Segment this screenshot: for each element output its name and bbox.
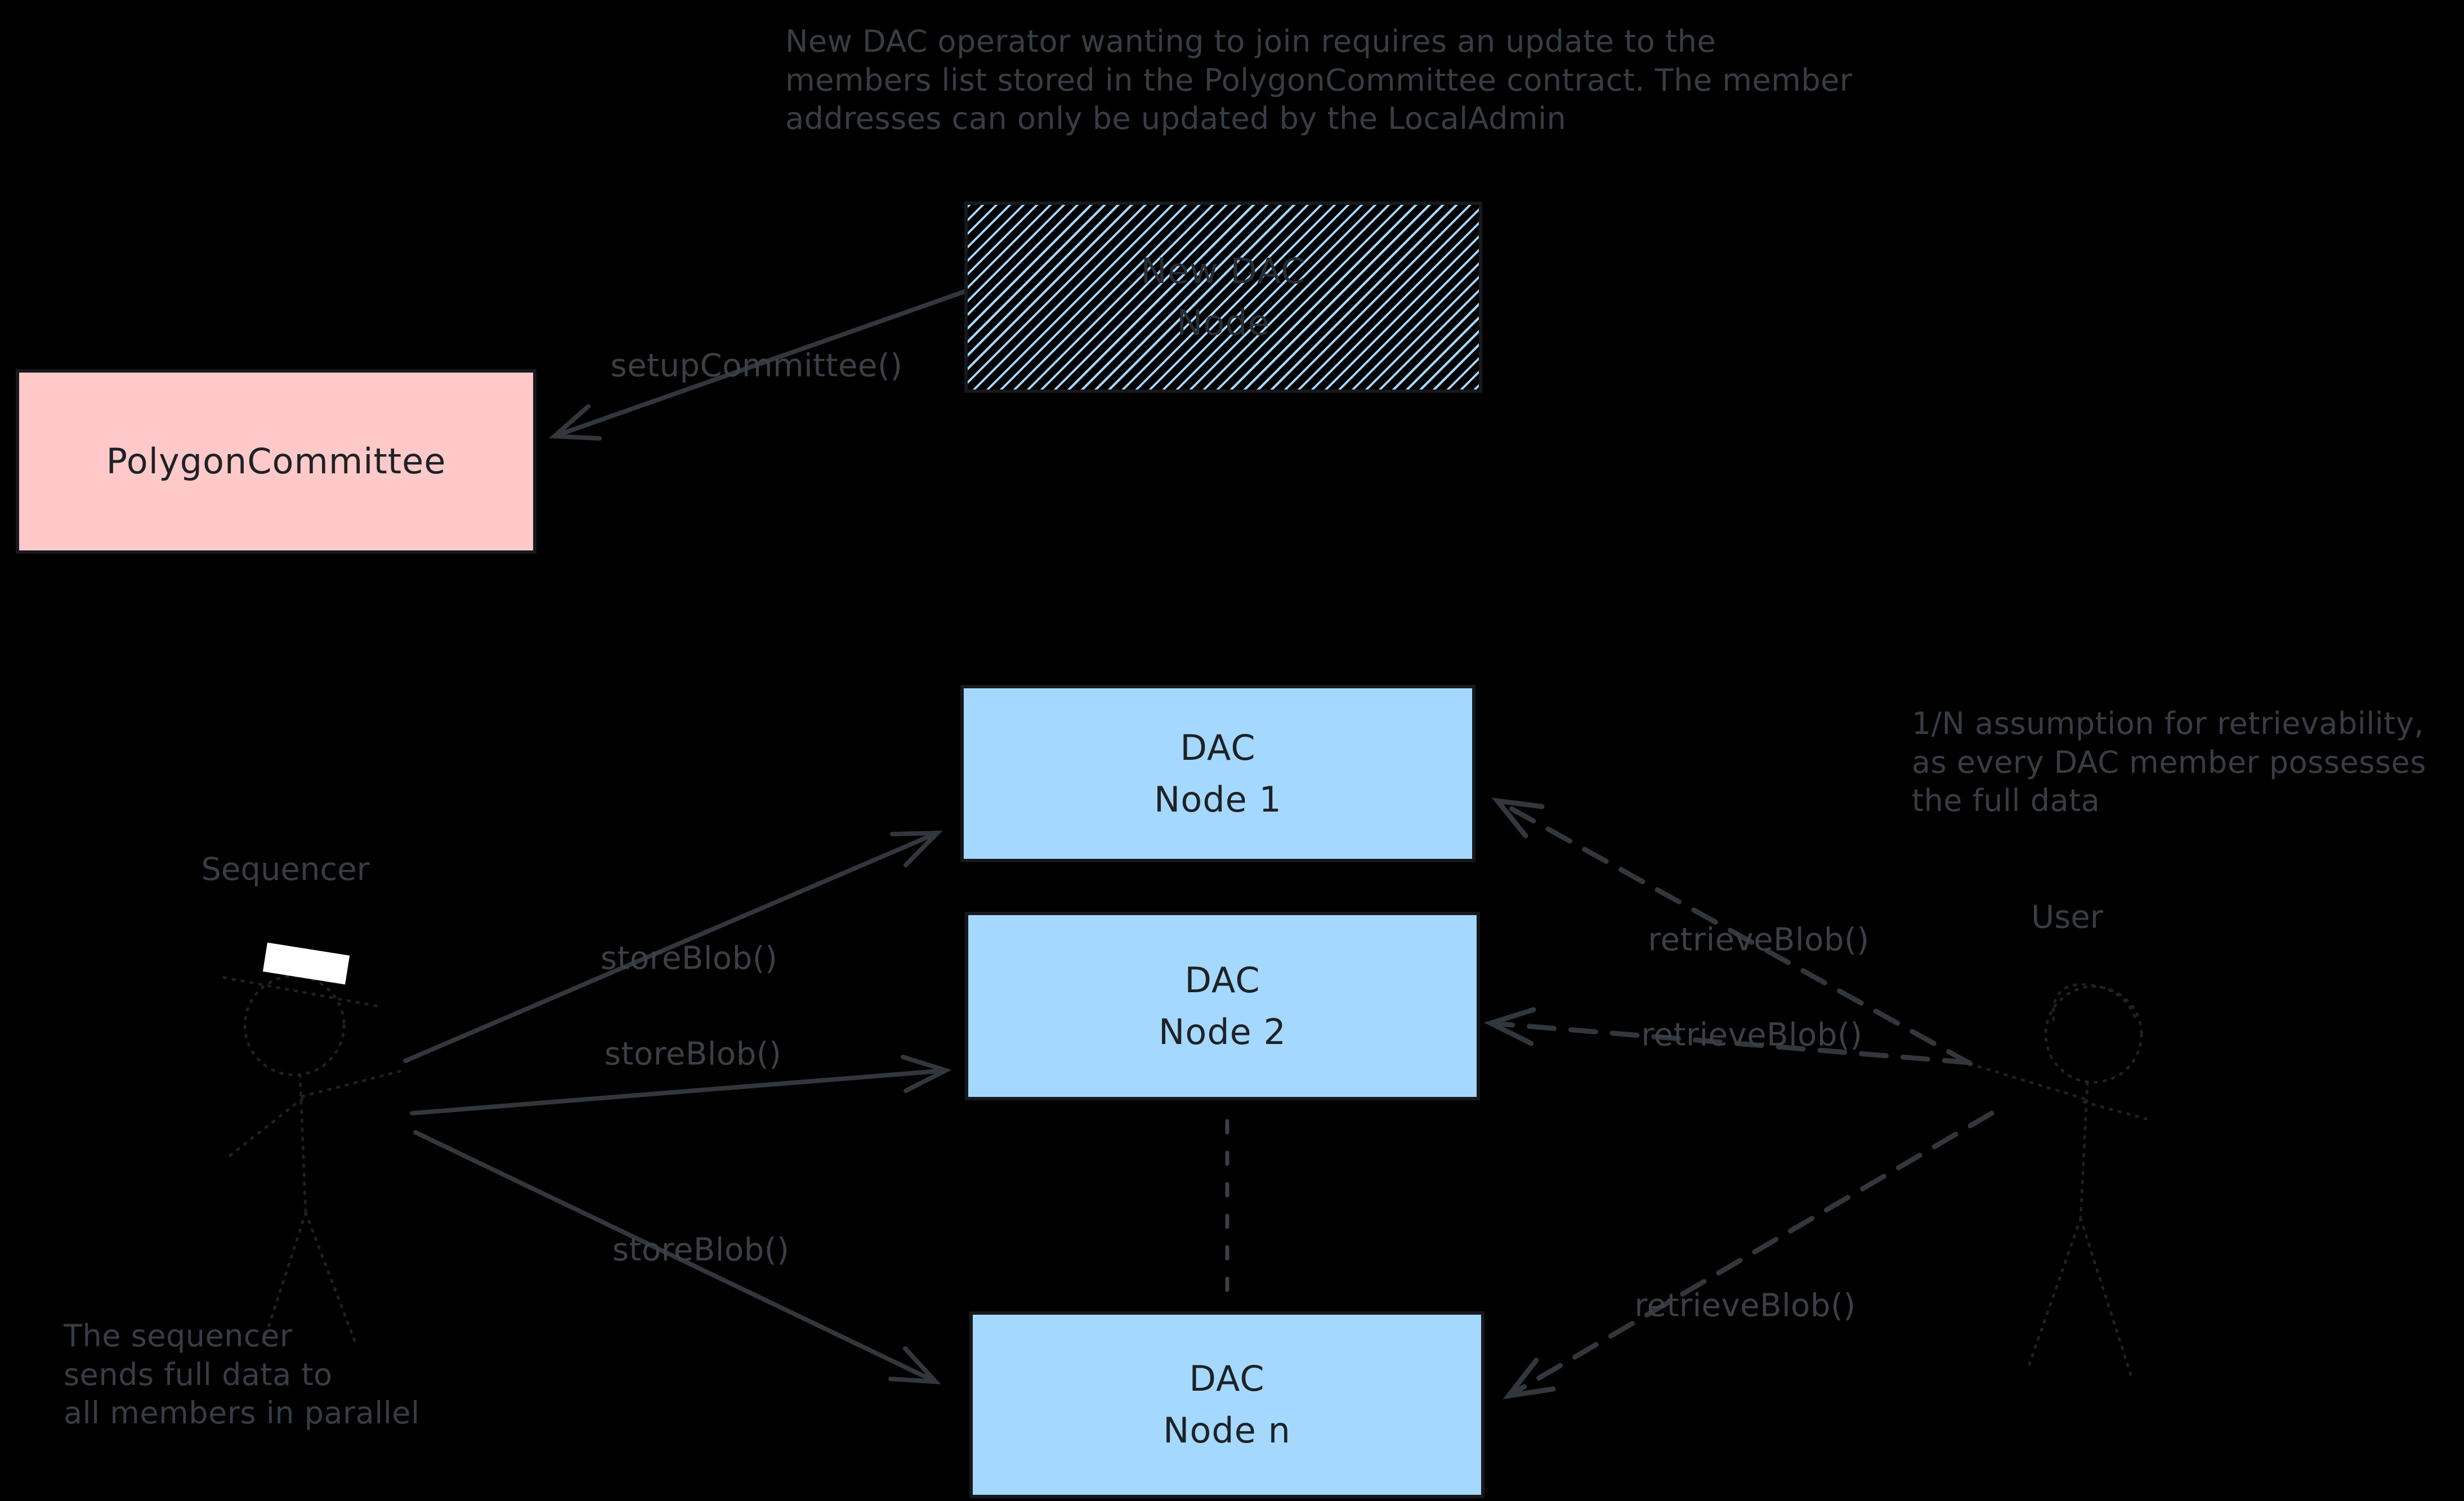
sequencer-hat [262,942,350,985]
retrievability-note-line2: as every DAC member possesses [1912,744,2426,780]
sequencer-figure [222,974,405,1347]
sequencer-hat-brim [222,976,380,1008]
polygon-committee-label: PolygonCommittee [106,441,446,482]
arrow-setup-committee [548,288,972,441]
arrow-store-blob-3 [413,1130,941,1384]
node-dac-1: DAC Node 1 [960,685,1475,862]
admin-note-line3: addresses can only be updated by the Loc… [785,101,1567,137]
retrieve-blob-3-label: retrieveBlob() [1634,1287,1856,1324]
arrow-retrieve-blob-2 [1484,1007,1972,1065]
node-dac-2-label-line1: DAC [1184,959,1260,1001]
parallel-note-line3: all members in parallel [64,1395,420,1431]
node-new-dac-label-line2: Node [1177,302,1270,343]
retrievability-note-line3: the full data [1912,783,2100,819]
parallel-note: The sequencer sends full data to all mem… [64,1317,419,1433]
node-dac-n: DAC Node n [969,1311,1484,1498]
node-dac-2-label-line2: Node 2 [1159,1011,1286,1052]
arrow-store-blob-2 [410,1055,952,1115]
retrieve-blob-2-label: retrieveBlob() [1641,1016,1863,1054]
store-blob-3-label: storeBlob() [612,1231,790,1269]
retrieve-blob-1-label: retrieveBlob() [1648,921,1870,958]
parallel-note-line1: The sequencer [64,1318,293,1354]
store-blob-2-label: storeBlob() [604,1036,782,1073]
retrievability-note-line1: 1/N assumption for retrievability, [1912,706,2425,741]
parallel-note-line2: sends full data to [64,1356,333,1392]
store-blob-1-label: storeBlob() [600,940,778,977]
arrow-retrieve-blob-1 [1491,797,1973,1067]
node-dac-n-label-line2: Node n [1163,1410,1291,1451]
node-polygon-committee: PolygonCommittee [16,369,536,554]
node-dac-2: DAC Node 2 [965,912,1480,1100]
node-new-dac: New DAC Node [964,201,1482,393]
node-dac-n-label-line1: DAC [1189,1358,1265,1400]
sequencer-label: Sequencer [201,851,370,888]
setup-committee-label: setupCommittee() [610,347,903,384]
node-dac-1-label-line1: DAC [1180,727,1256,768]
arrow-store-blob-1 [403,830,943,1063]
user-head [2044,985,2143,1084]
user-hair [2052,983,2137,1021]
admin-note: New DAC operator wanting to join require… [785,23,1853,138]
admin-note-line2: members list stored in the PolygonCommit… [785,62,1853,98]
user-label: User [2031,899,2103,936]
admin-note-line1: New DAC operator wanting to join require… [785,24,1716,59]
node-new-dac-label-line1: New DAC [1141,250,1306,292]
arrow-retrieve-blob-3 [1502,1110,1995,1400]
user-figure [1971,983,2148,1382]
retrievability-note: 1/N assumption for retrievability, as ev… [1912,705,2426,821]
node-dac-1-label-line2: Node 1 [1154,778,1282,820]
